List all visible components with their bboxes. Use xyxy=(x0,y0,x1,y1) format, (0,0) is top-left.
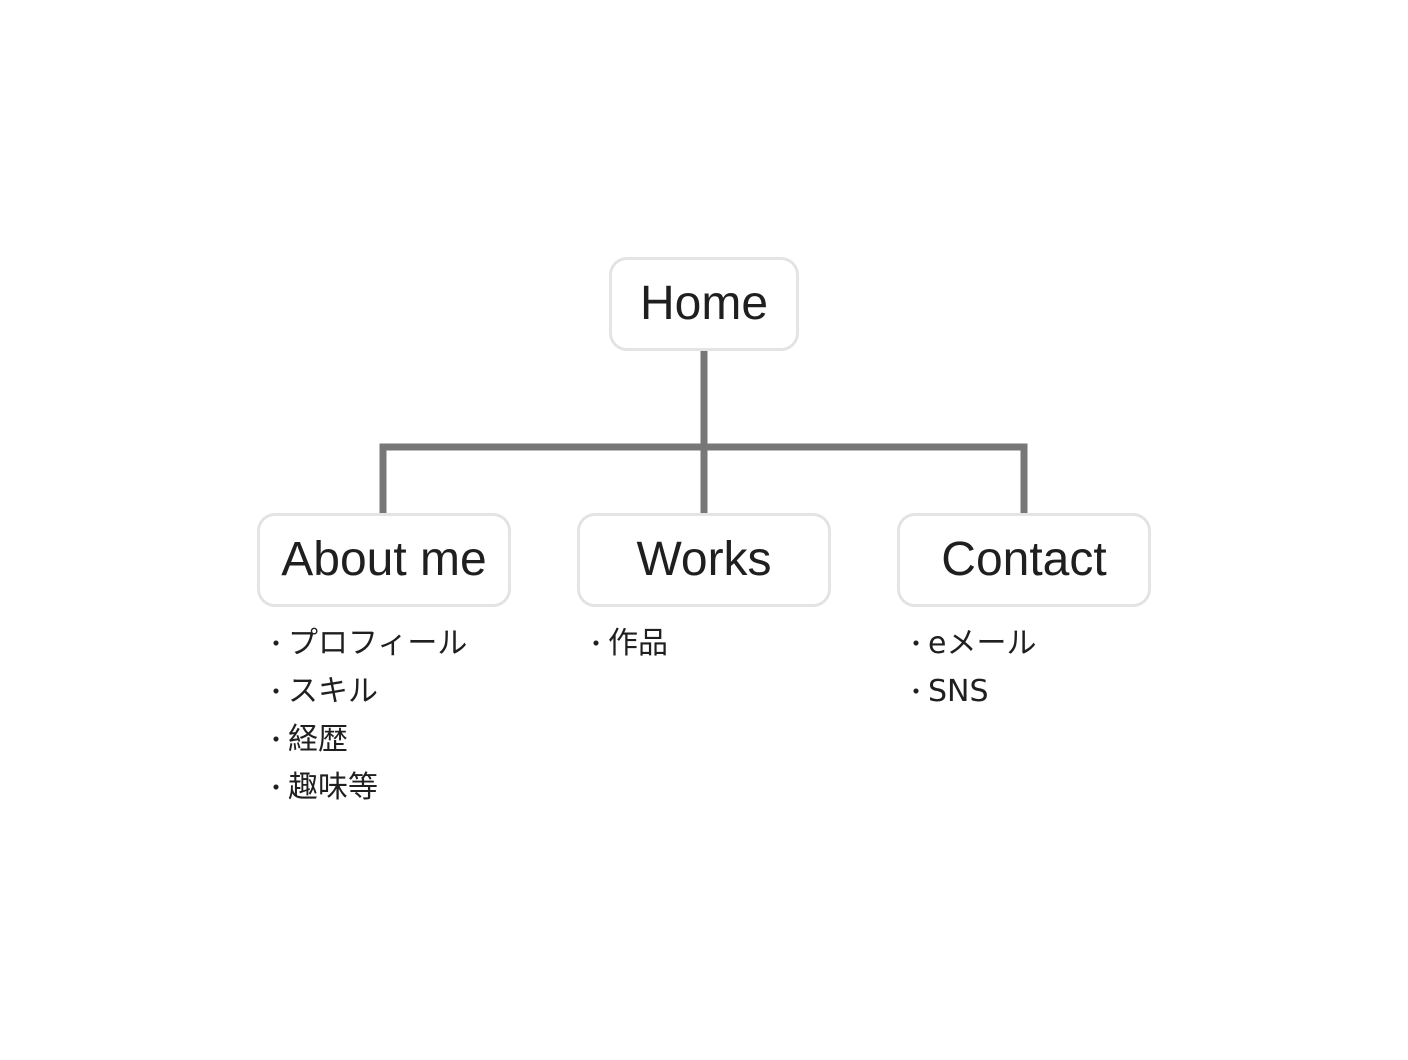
bullet-icon: ・ xyxy=(584,630,608,658)
list-item-label: 経歴 xyxy=(288,722,348,757)
home-node: Home xyxy=(609,257,799,351)
list-item-label: プロフィール xyxy=(288,626,468,661)
contact-node-label: Contact xyxy=(941,533,1107,586)
works-node: Works xyxy=(577,513,831,607)
list-item-label: SNS xyxy=(928,674,989,709)
list-item: ・ スキル xyxy=(264,668,467,716)
list-item-label: 作品 xyxy=(608,626,668,661)
bullet-icon: ・ xyxy=(264,774,288,802)
bullet-icon: ・ xyxy=(904,630,928,658)
list-item: ・ eメール xyxy=(904,620,1036,668)
bullet-icon: ・ xyxy=(264,630,288,658)
about-me-node: About me xyxy=(257,513,511,607)
about-me-node-label: About me xyxy=(281,533,487,586)
bullet-icon: ・ xyxy=(264,678,288,706)
list-item: ・ 作品 xyxy=(584,620,668,668)
works-node-label: Works xyxy=(636,533,772,586)
list-item-label: スキル xyxy=(288,674,378,709)
bullet-icon: ・ xyxy=(264,726,288,754)
contact-node: Contact xyxy=(897,513,1151,607)
bullet-icon: ・ xyxy=(904,678,928,706)
list-item: ・ 趣味等 xyxy=(264,764,467,812)
contact-item-list: ・ eメール ・ SNS xyxy=(904,620,1036,716)
list-item-label: 趣味等 xyxy=(288,770,378,805)
list-item: ・ SNS xyxy=(904,668,1036,716)
works-item-list: ・ 作品 xyxy=(584,620,668,668)
list-item: ・ 経歴 xyxy=(264,716,467,764)
list-item-label: eメール xyxy=(928,626,1037,661)
list-item: ・ プロフィール xyxy=(264,620,467,668)
home-node-label: Home xyxy=(639,277,769,330)
about-me-item-list: ・ プロフィール ・ スキル ・ 経歴 ・ 趣味等 xyxy=(264,620,467,812)
